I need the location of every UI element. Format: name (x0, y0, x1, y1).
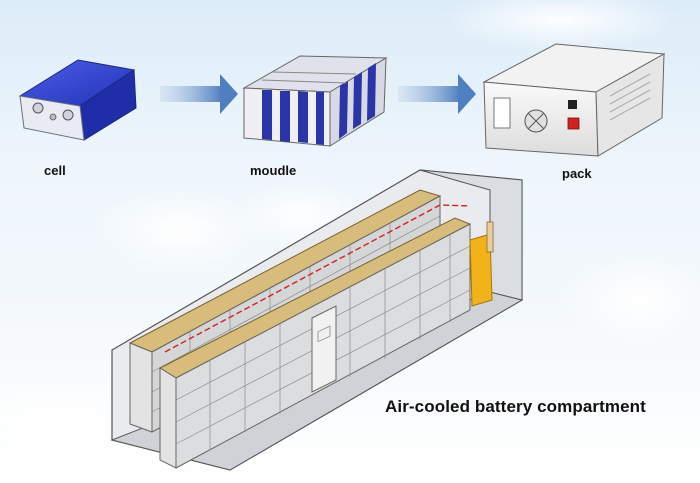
cell-label: cell (44, 163, 66, 178)
battery-module-illustration (242, 55, 388, 147)
pack-label: pack (562, 166, 592, 181)
module-label: moudle (250, 163, 297, 178)
arrow-right-icon (160, 74, 238, 114)
battery-pack-illustration (482, 43, 666, 157)
arrow-right-icon (398, 74, 476, 114)
battery-cell-illustration (18, 59, 137, 141)
battery-container-illustration (110, 169, 524, 471)
compartment-caption: Air-cooled battery compartment (385, 397, 646, 416)
